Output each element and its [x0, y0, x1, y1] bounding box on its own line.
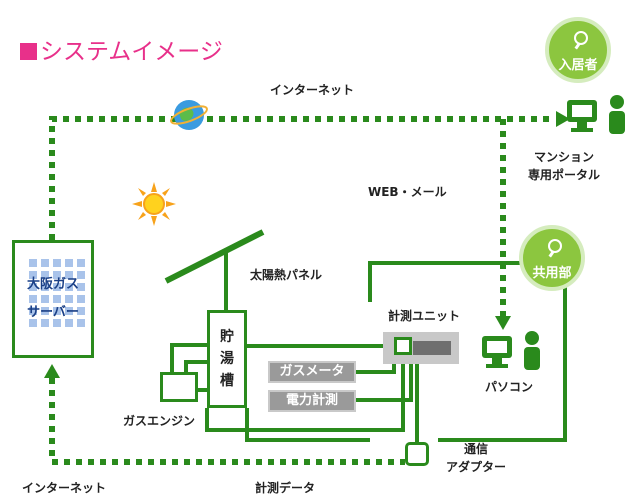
server-window-grid [25, 255, 87, 329]
tank-char-2: 湯 [220, 351, 234, 367]
arrow-to-server [44, 364, 60, 378]
server-label-line2: サーバー [27, 305, 79, 320]
internet-bottom-label: インターネット [22, 481, 107, 495]
search-icon [548, 239, 562, 253]
arrow-to-pc [495, 316, 511, 330]
web-mail-label: WEB・メール [368, 185, 447, 199]
portal-label-line2: 専用ポータル [528, 168, 601, 182]
internet-top-label: インターネット [270, 83, 355, 97]
shared-area-badge: 共用部 [519, 225, 585, 291]
measurement-unit-label: 計測ユニット [388, 309, 461, 323]
pc-label: パソコン [485, 380, 534, 394]
comm-adapter-box [405, 442, 429, 466]
solar-panel-label: 太陽熱パネル [250, 268, 323, 282]
gas-engine-label: ガスエンジン [123, 414, 196, 428]
comm-adapter-label: 通信 アダプター [446, 440, 506, 476]
solar-panel-line [164, 229, 265, 284]
comm-adapter-label-line1: 通信 [464, 442, 489, 456]
hot-water-tank: 貯 湯 槽 [207, 310, 247, 408]
page-title-text: システムイメージ [40, 39, 223, 65]
globe-icon [170, 100, 208, 130]
square-bullet-icon [20, 43, 37, 60]
measurement-unit-display [413, 341, 451, 355]
unit-connector-box [394, 337, 412, 355]
shared-area-badge-label: 共用部 [532, 266, 572, 281]
tank-char-3: 槽 [220, 373, 234, 389]
gas-engine-box [160, 372, 198, 402]
comm-adapter-label-line2: アダプター [446, 460, 507, 474]
tank-char-1: 貯 [220, 329, 234, 345]
portal-label: マンション 専用ポータル [528, 148, 600, 184]
computer-user-icon [567, 95, 625, 134]
internet-line-top [49, 116, 555, 240]
osaka-gas-server: 大阪ガス サーバー [12, 240, 94, 358]
internet-line-bottom [49, 378, 405, 465]
measurement-data-label: 計測データ [255, 481, 316, 495]
pc-computer-user-icon [482, 331, 540, 370]
resident-badge: 入居者 [545, 17, 611, 83]
sun-icon [132, 182, 176, 226]
arrow-to-portal [556, 111, 570, 127]
server-label-line1: 大阪ガス [26, 277, 79, 292]
page-title: システムイメージ [20, 32, 223, 66]
resident-badge-label: 入居者 [558, 58, 598, 73]
portal-label-line1: マンション [534, 150, 595, 164]
gas-meter: ガスメータ [268, 361, 356, 383]
search-icon [574, 31, 588, 45]
power-meter: 電力計測 [268, 390, 356, 412]
